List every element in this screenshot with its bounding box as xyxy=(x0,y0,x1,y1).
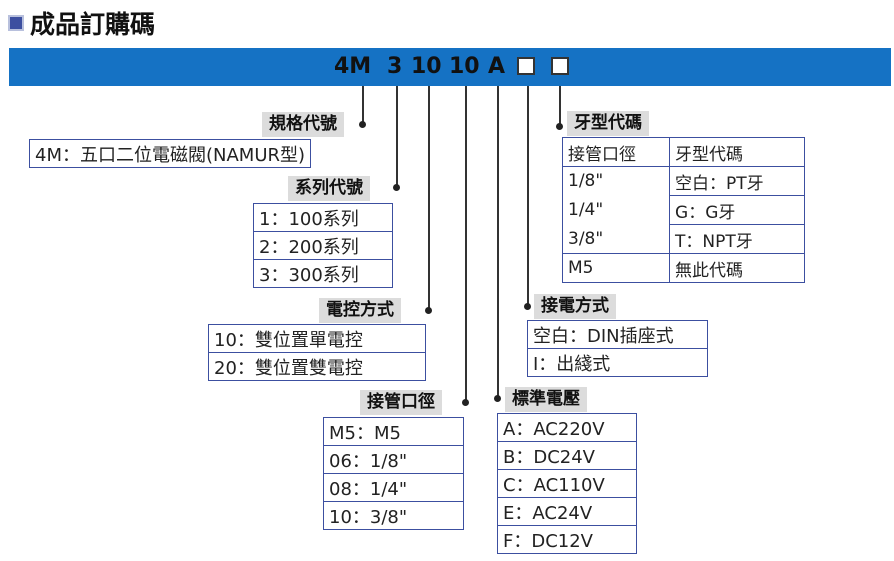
thread-size-cell: 3/8" xyxy=(561,224,671,254)
control-method-table: 10：雙位置單電控 20：雙位置雙電控 xyxy=(208,324,426,381)
connector-line-voltage xyxy=(497,86,499,398)
connector-dot xyxy=(524,303,531,310)
thread-code-cell: T：NPT牙 xyxy=(669,224,805,254)
port-size-row: M5：M5 xyxy=(323,417,464,446)
page-title: 成品訂購碼 xyxy=(30,10,156,39)
code-part-series-prefix: 4M xyxy=(334,54,372,79)
series-code-row: 3：300系列 xyxy=(253,259,393,288)
square-bullet-icon xyxy=(8,15,24,31)
voltage-label: 標準電壓 xyxy=(505,387,587,412)
connector-line-connection xyxy=(527,86,529,306)
code-part-control: 10 xyxy=(411,54,442,79)
spec-code-table: 4M：五口二位電磁閥(NAMUR型) xyxy=(28,139,312,168)
connector-dot xyxy=(494,395,501,402)
thread-code-cell: 無此代碼 xyxy=(669,253,805,283)
thread-size-cell: 1/4" xyxy=(561,195,671,225)
connector-dot xyxy=(425,307,432,314)
voltage-row: A：AC220V xyxy=(497,413,637,442)
code-part-port: 10 xyxy=(449,54,480,79)
port-size-row: 08：1/4" xyxy=(323,473,464,502)
connection-method-row: 空白：DIN插座式 xyxy=(527,320,708,349)
code-part-series: 3 xyxy=(387,54,403,79)
thread-code-label: 牙型代碼 xyxy=(567,111,649,136)
connector-line-port xyxy=(465,86,467,402)
connector-dot xyxy=(359,121,366,128)
voltage-row: F：DC12V xyxy=(497,525,637,554)
code-part-voltage: A xyxy=(488,54,506,79)
connection-method-row: I：出綫式 xyxy=(527,348,708,377)
connector-line-spec xyxy=(362,86,364,124)
code-box-thread-icon xyxy=(551,57,569,75)
thread-code-cell: G：G牙 xyxy=(669,195,805,225)
connector-line-thread xyxy=(559,86,561,126)
spec-code-label: 規格代號 xyxy=(262,112,344,137)
control-method-row: 10：雙位置單電控 xyxy=(208,324,426,353)
series-code-row: 2：200系列 xyxy=(253,231,393,260)
thread-header-code: 牙型代碼 xyxy=(669,137,805,167)
title-area: 成品訂購碼 xyxy=(8,8,156,39)
code-box-connection-icon xyxy=(517,57,535,75)
voltage-row: E：AC24V xyxy=(497,497,637,526)
series-code-row: 1：100系列 xyxy=(253,203,393,232)
thread-code-cell: 空白：PT牙 xyxy=(669,166,805,196)
thread-header-port: 接管口徑 xyxy=(561,137,671,167)
connection-method-label: 接電方式 xyxy=(534,294,616,319)
series-code-label: 系列代號 xyxy=(288,176,370,201)
thread-size-cell: M5 xyxy=(561,253,671,283)
connector-line-series xyxy=(396,86,398,187)
port-size-row: 06：1/8" xyxy=(323,445,464,474)
connection-method-table: 空白：DIN插座式 I：出綫式 xyxy=(527,320,708,377)
control-method-row: 20：雙位置雙電控 xyxy=(208,352,426,381)
series-code-table: 1：100系列 2：200系列 3：300系列 xyxy=(253,203,393,288)
voltage-table: A：AC220V B：DC24V C：AC110V E：AC24V F：DC12… xyxy=(497,413,637,554)
port-size-table: M5：M5 06：1/8" 08：1/4" 10：3/8" xyxy=(323,417,464,530)
connector-dot xyxy=(393,184,400,191)
thread-size-cell: 1/8" xyxy=(561,166,671,196)
voltage-row: B：DC24V xyxy=(497,441,637,470)
control-method-label: 電控方式 xyxy=(319,298,401,323)
connector-dot xyxy=(462,399,469,406)
code-banner xyxy=(9,48,891,86)
voltage-row: C：AC110V xyxy=(497,469,637,498)
spec-code-row: 4M：五口二位電磁閥(NAMUR型) xyxy=(28,139,312,168)
port-size-row: 10：3/8" xyxy=(323,501,464,530)
connector-line-control xyxy=(428,86,430,310)
connector-dot xyxy=(556,123,563,130)
port-size-label: 接管口徑 xyxy=(360,390,442,415)
thread-code-table: 接管口徑 牙型代碼 1/8" 空白：PT牙 1/4" G：G牙 3/8" T：N… xyxy=(561,137,805,283)
